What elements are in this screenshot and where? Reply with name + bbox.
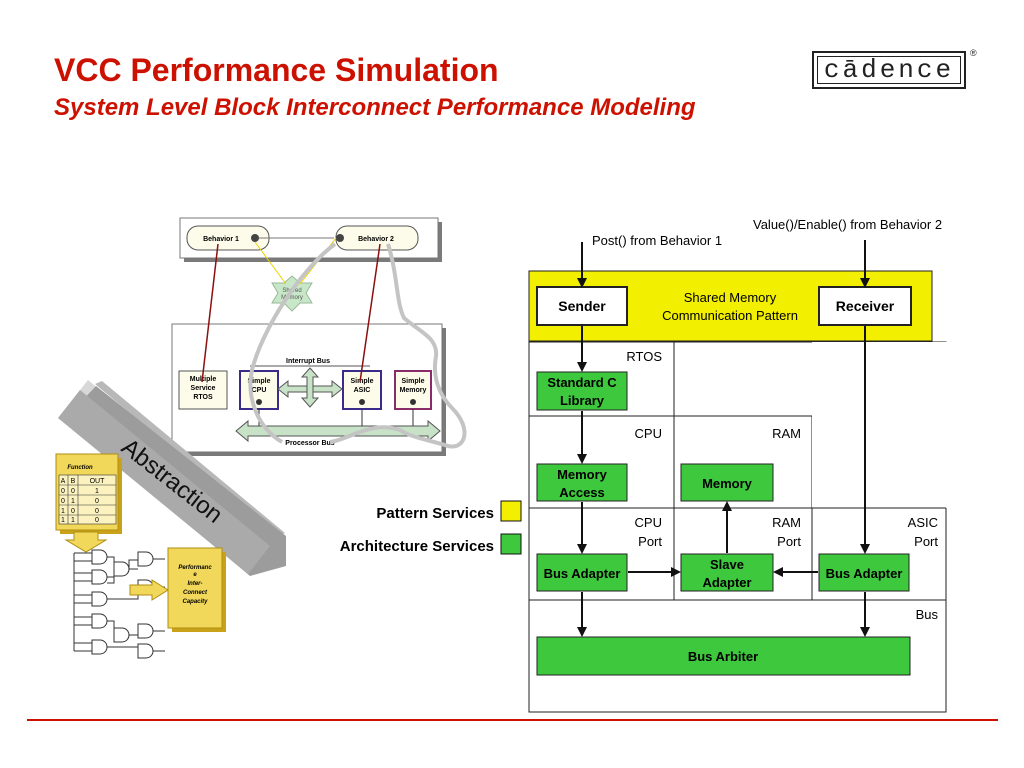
block-cpu-label-2: CPU <box>252 387 267 394</box>
logic-gates-schematic <box>73 549 165 659</box>
function-card-label: Function <box>67 465 93 471</box>
ram-label: RAM <box>772 426 801 441</box>
post-label: Post() from Behavior 1 <box>592 233 722 248</box>
truth-table-cell: 1 <box>61 508 65 515</box>
bus-adapter-left-label: Bus Adapter <box>544 566 621 581</box>
interrupt-bus-label: Interrupt Bus <box>286 358 330 365</box>
cadence-logo: cādence <box>812 51 966 89</box>
standard-c-label-2: Library <box>560 393 605 408</box>
cpu-port-label-2: Port <box>638 534 662 549</box>
perf-card-label-2: e <box>193 572 197 578</box>
truth-table-cell: 1 <box>95 488 99 495</box>
truth-table-cell: 0 <box>95 517 99 524</box>
port-icon <box>256 399 262 405</box>
architecture-panel: Interrupt Bus Multiple Service RTOS Simp… <box>171 323 446 456</box>
shared-memory-label-2: Memory <box>281 295 303 301</box>
memory-access-label-1: Memory <box>557 467 608 482</box>
truth-table-cell: 0 <box>61 498 65 505</box>
processor-bus-label: Processor Bus <box>285 440 335 447</box>
perf-card-label-5: Capacity <box>182 599 208 605</box>
page-title: VCC Performance Simulation <box>54 52 499 88</box>
truth-table-cell: 1 <box>71 517 75 524</box>
performance-card: Performanc e Inter- Connect Capacity <box>167 547 226 632</box>
legend-architecture-services-label: Architecture Services <box>340 538 494 555</box>
truth-table-cell: 1 <box>61 517 65 524</box>
page-subtitle: System Level Block Interconnect Performa… <box>54 94 696 121</box>
behavior-1-label: Behavior 1 <box>203 236 239 243</box>
memory-box <box>680 463 774 502</box>
behavior-panel: Behavior 1 Behavior 2 <box>179 217 442 262</box>
legend: Pattern Services Architecture Services <box>340 500 522 555</box>
receiver-label: Receiver <box>836 298 895 314</box>
port-icon <box>359 399 365 405</box>
memory-access-label-2: Access <box>559 485 605 500</box>
receiver-box <box>818 286 912 326</box>
block-rtos-label-3: RTOS <box>193 394 213 401</box>
sender-box <box>536 286 628 326</box>
ram-port-label-1: RAM <box>772 515 801 530</box>
slave-adapter-box <box>680 553 774 592</box>
perf-card-label-1: Performanc <box>178 565 212 571</box>
value-label: Value()/Enable() from Behavior 2 <box>753 217 942 232</box>
asic-port-label-2: Port <box>914 534 938 549</box>
port-icon <box>251 234 259 242</box>
sender-label: Sender <box>558 298 606 314</box>
truth-table-cell: 0 <box>71 488 75 495</box>
cpu-label: CPU <box>635 426 662 441</box>
ram-port-label-2: Port <box>777 534 801 549</box>
right-arrow-icon <box>129 579 169 601</box>
port-icon <box>410 399 416 405</box>
shared-memory-pattern-label-1: Shared Memory <box>684 290 777 305</box>
block-asic-label-2: ASIC <box>354 387 371 394</box>
bus-adapter-right-box <box>818 553 910 592</box>
cpu-port-label-1: CPU <box>635 515 662 530</box>
block-memory-label-1: Simple <box>402 378 425 385</box>
perf-card-label-4: Connect <box>183 590 208 596</box>
registered-mark: ® <box>970 48 977 58</box>
legend-pattern-swatch <box>500 500 522 522</box>
asic-port-label-1: ASIC <box>908 515 938 530</box>
legend-pattern-services-label: Pattern Services <box>376 505 494 522</box>
truth-table-cell: 1 <box>71 498 75 505</box>
truth-table-cell: 0 <box>95 508 99 515</box>
block-memory-label-2: Memory <box>400 387 427 394</box>
shared-memory-pattern-label-2: Communication Pattern <box>662 308 798 323</box>
bus-label: Bus <box>916 607 939 622</box>
standard-c-library-box <box>536 371 628 411</box>
bus-adapter-right-label: Bus Adapter <box>826 566 903 581</box>
bottom-divider <box>27 719 998 721</box>
double-arrow-icon <box>300 367 320 408</box>
bus-adapter-left-box <box>536 553 628 592</box>
memory-access-box <box>536 463 628 502</box>
bus-arbiter-label: Bus Arbiter <box>688 649 758 664</box>
right-block-diagram: Shared Memory Communication Pattern Send… <box>528 217 947 713</box>
truth-table-header: OUT <box>90 478 106 485</box>
function-card: Function A B OUT 0 0 1 0 1 0 1 0 0 1 1 0 <box>55 453 122 534</box>
truth-table-header: B <box>71 478 76 485</box>
behavior-2-label: Behavior 2 <box>358 236 394 243</box>
memory-label: Memory <box>702 476 753 491</box>
block-cpu-label-1: Simple <box>248 378 271 385</box>
truth-table: A B OUT 0 0 1 0 1 0 1 0 0 1 1 0 <box>58 474 117 525</box>
bus-arbiter-box <box>536 636 911 676</box>
down-arrow-icon <box>64 531 108 553</box>
truth-table-cell: 0 <box>95 498 99 505</box>
port-icon <box>336 234 344 242</box>
slave-adapter-label-1: Slave <box>710 557 744 572</box>
rtos-label: RTOS <box>626 349 662 364</box>
slave-adapter-label-2: Adapter <box>702 575 751 590</box>
block-asic-label-1: Simple <box>351 378 374 385</box>
truth-table-header: A <box>61 478 66 485</box>
block-rtos-label-2: Service <box>191 385 216 392</box>
logo-text: cādence <box>817 55 961 85</box>
truth-table-cell: 0 <box>61 488 65 495</box>
perf-card-label-3: Inter- <box>188 581 203 587</box>
standard-c-label-1: Standard C <box>547 375 617 390</box>
legend-architecture-swatch <box>500 533 522 555</box>
truth-table-cell: 0 <box>71 508 75 515</box>
block-rtos-label-1: Multiple <box>190 376 217 383</box>
abstraction-wedge: Abstraction <box>58 380 286 576</box>
